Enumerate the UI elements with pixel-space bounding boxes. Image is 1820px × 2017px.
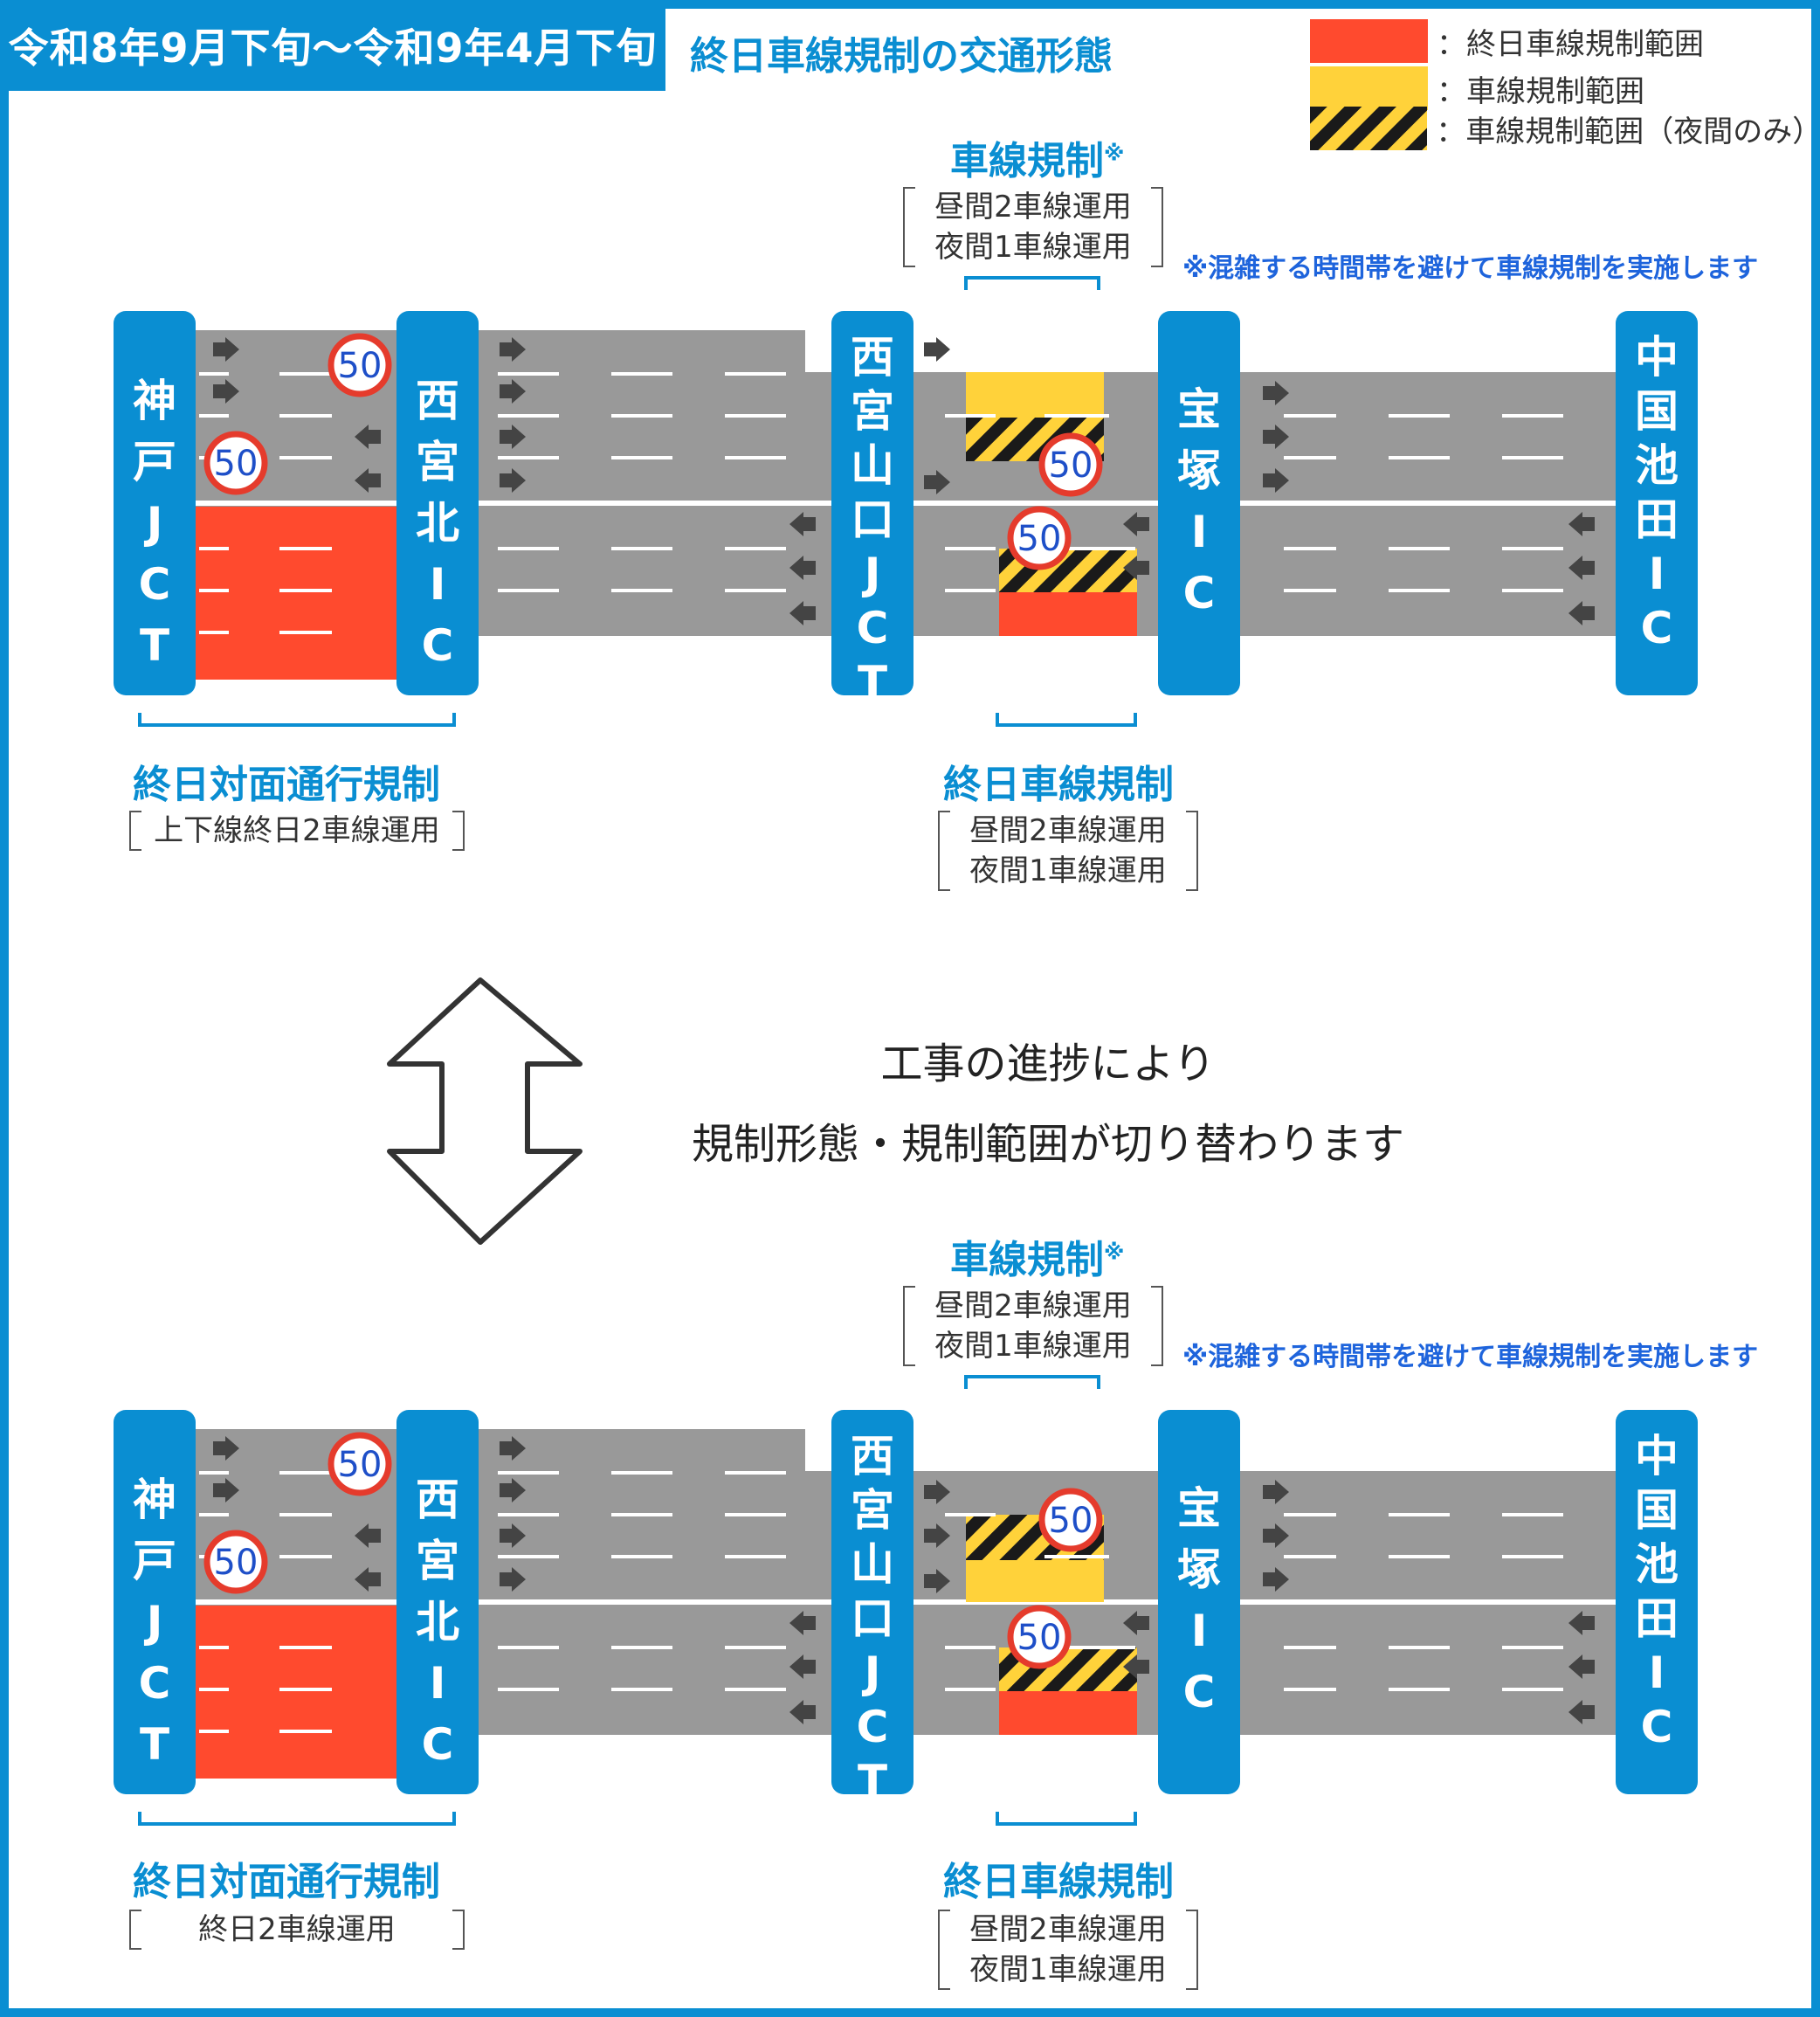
pillar-nishinomiyakita-ic [396, 1410, 479, 1794]
yellow-area [966, 372, 1104, 418]
speed-limit-sign [203, 1530, 268, 1594]
legend-item-hatched: ：車線規制範囲（夜間のみ） [1310, 107, 1820, 150]
legend-label: ：車線規制範囲（夜間のみ） [1436, 114, 1820, 149]
note-bottom: ※混雑する時間帯を避けて車線規制を実施します [1182, 1342, 1759, 1372]
lane-reg-title-top: 車線規制※ [950, 139, 1125, 183]
lane-reg-box-bottom: 昼間2車線運用 夜間1車線運用 [903, 1286, 1163, 1366]
speed-limit-value: 50 [1049, 446, 1093, 486]
range-bracket [964, 276, 1100, 290]
speed-limit-value: 50 [1017, 519, 1062, 559]
speed-limit-value: 50 [214, 1543, 259, 1583]
progress-text-line2: 規制形態・規制範囲が切り替わります [691, 1120, 1404, 1169]
left-reg-title-bottom: 終日対面通行規制 [133, 1860, 440, 1904]
right-reg-title-top: 終日車線規制 [943, 763, 1174, 807]
lane-reg-box-top: 昼間2車線運用 夜間1車線運用 [903, 187, 1163, 267]
speed-limit-sign [327, 333, 392, 397]
speed-limit-sign [1038, 432, 1103, 497]
legend-swatch-hatched [1310, 107, 1428, 150]
left-reg-box-bottom: 終日2車線運用 [129, 1910, 465, 1950]
speed-limit-sign [1007, 1605, 1072, 1669]
range-bracket [138, 713, 456, 727]
speed-limit-sign [1038, 1488, 1103, 1552]
range-bracket [964, 1375, 1100, 1389]
pillar-chugokuikeda-ic [1616, 311, 1698, 695]
pillar-takarazuka-ic [1158, 1410, 1240, 1794]
range-bracket [996, 713, 1137, 727]
pillar-nishinomiyayamaguchi-jct [831, 1410, 913, 1794]
right-reg-title-bottom: 終日車線規制 [943, 1860, 1174, 1904]
legend-label: ：終日車線規制範囲 [1437, 26, 1704, 62]
double-arrow-icon [387, 977, 583, 1245]
speed-limit-sign [203, 431, 268, 495]
red-area-right [999, 592, 1137, 636]
page-title: 終日車線規制の交通形態 [690, 34, 1113, 79]
left-reg-title-top: 終日対面通行規制 [133, 763, 440, 807]
pillar-takarazuka-ic [1158, 311, 1240, 695]
red-area-right [999, 1691, 1137, 1735]
range-bracket [138, 1812, 456, 1826]
left-reg-box-top: 上下線終日2車線運用 [129, 811, 465, 851]
speed-limit-sign [1007, 506, 1072, 570]
legend-item-red: ：終日車線規制範囲 [1310, 19, 1704, 63]
period-label: 令和8年9月下旬〜令和9年4月下旬 [0, 0, 665, 91]
right-reg-box-bottom: 昼間2車線運用 夜間1車線運用 [938, 1910, 1198, 1990]
legend-label: ：車線規制範囲 [1437, 73, 1644, 109]
pillar-kobe-jct [114, 1410, 196, 1794]
legend-swatch-red [1310, 19, 1428, 63]
legend-item-yellow: ：車線規制範囲 [1310, 66, 1644, 110]
right-reg-box-top: 昼間2車線運用 夜間1車線運用 [938, 811, 1198, 891]
progress-text-line1: 工事の進捗により [880, 1040, 1216, 1088]
red-area-left [196, 1606, 396, 1779]
speed-limit-value: 50 [338, 346, 383, 386]
speed-limit-value: 50 [338, 1445, 383, 1485]
pillar-nishinomiyayamaguchi-jct [831, 311, 913, 695]
arrow-right-icon [924, 337, 950, 362]
pillar-chugokuikeda-ic [1616, 1410, 1698, 1794]
lane-reg-title-bottom: 車線規制※ [950, 1238, 1125, 1282]
range-bracket [996, 1812, 1137, 1826]
speed-limit-value: 50 [214, 444, 259, 484]
speed-limit-value: 50 [1017, 1618, 1062, 1658]
speed-limit-sign [327, 1432, 392, 1496]
note-top: ※混雑する時間帯を避けて車線規制を実施します [1182, 253, 1759, 284]
yellow-area [966, 1560, 1104, 1602]
pillar-nishinomiyakita-ic [396, 311, 479, 695]
speed-limit-value: 50 [1049, 1501, 1093, 1541]
red-area-left [196, 507, 396, 680]
legend-swatch-yellow [1310, 66, 1428, 110]
pillar-kobe-jct [114, 311, 196, 695]
